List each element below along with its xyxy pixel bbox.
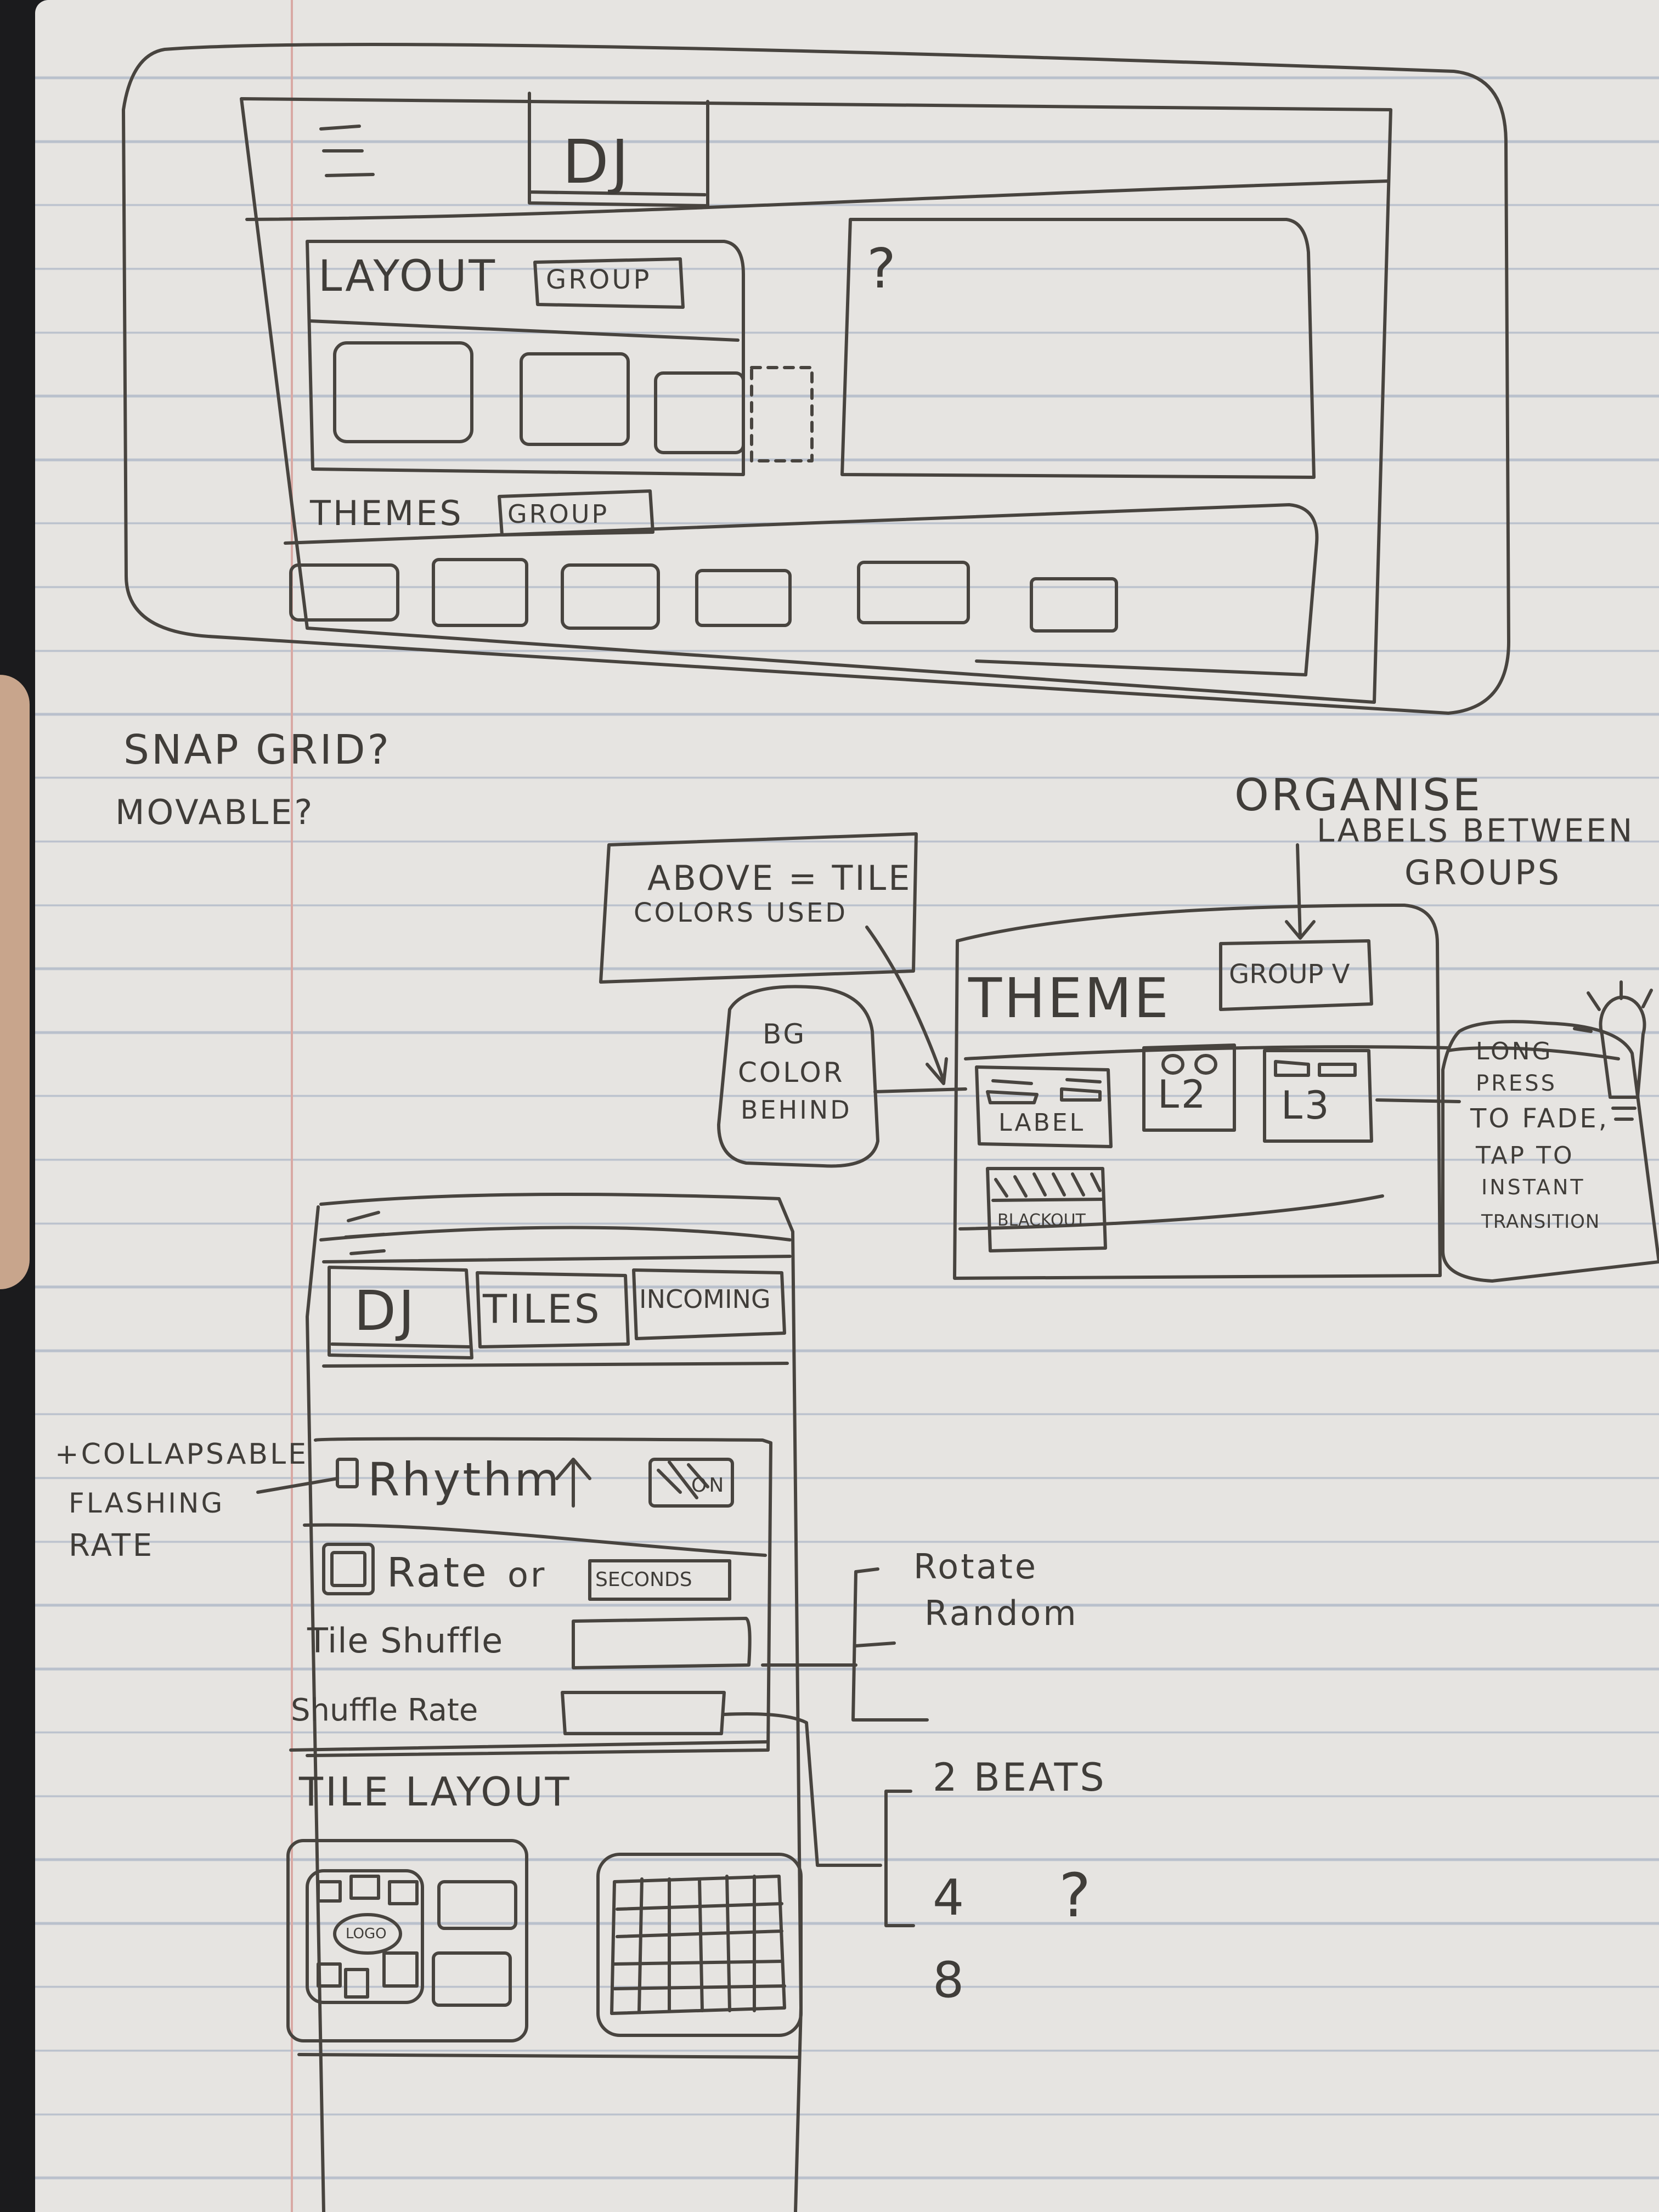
note-above-1: ABOVE = TILE <box>647 858 912 898</box>
note-long-2: PRESS <box>1476 1071 1557 1096</box>
themes-group-button <box>498 489 654 537</box>
note-long-4: TAP TO <box>1476 1142 1575 1170</box>
rhythm-section <box>306 1437 772 1757</box>
phone-tab-tiles-label[interactable]: TILES <box>483 1286 602 1332</box>
menu-icon-phone <box>344 1211 386 1255</box>
theme-tile-4 <box>695 569 792 627</box>
theme-tile-3 <box>561 563 660 630</box>
margin-line <box>291 0 293 2212</box>
tablet-header-line <box>245 179 1390 221</box>
layout-tile-3 <box>654 371 745 454</box>
theme-tile-l2 <box>1142 1043 1236 1132</box>
layout-group-button <box>533 257 685 309</box>
option-rotate: Rotate <box>913 1547 1038 1587</box>
help-mark: ? <box>867 236 899 301</box>
note-long-1: LONG <box>1476 1037 1553 1065</box>
note-snap-grid: SNAP GRID? <box>123 726 391 774</box>
theme-title: THEME <box>968 966 1171 1030</box>
note-collapsible-1: +COLLAPSABLE <box>55 1438 308 1471</box>
shuffle-rate-question: ? <box>1059 1860 1093 1931</box>
tab-dj-tablet <box>528 92 709 207</box>
tile-shuffle-input <box>572 1617 752 1669</box>
note-organize-2: LABELS BETWEEN <box>1317 812 1635 849</box>
note-bg-1: BG <box>763 1018 807 1050</box>
rate-seconds-box <box>588 1559 731 1601</box>
menu-icon-tablet <box>319 125 375 177</box>
phone-tab-tiles <box>476 1271 630 1348</box>
theme-tile-label <box>975 1065 1113 1148</box>
phone-tab-dj <box>328 1266 473 1359</box>
theme-group-select <box>1219 939 1373 1011</box>
note-organize-1: ORGANISE <box>1234 770 1483 821</box>
logo-text: LOGO <box>346 1926 387 1942</box>
blackout-text[interactable]: BLACKOUT <box>997 1211 1086 1230</box>
shuffle-rate-input <box>561 1691 726 1735</box>
logo-oval <box>333 1913 402 1955</box>
theme-tile-5 <box>857 561 970 624</box>
rhythm-checkbox <box>336 1458 359 1488</box>
phone-tab-incoming <box>632 1268 786 1340</box>
bg-color-box <box>717 985 879 1168</box>
help-panel <box>840 218 1316 479</box>
finger <box>0 675 30 1289</box>
note-long-3: TO FADE, <box>1470 1103 1609 1134</box>
note-bg-3: BEHIND <box>741 1095 852 1125</box>
tablet-screen <box>240 97 1392 704</box>
theme-tile-l3 <box>1263 1049 1373 1143</box>
note-collapsible-2: FLASHING <box>69 1487 225 1519</box>
blackout-tile <box>986 1167 1107 1252</box>
theme-panel <box>953 904 1442 1280</box>
rate-checkbox <box>322 1543 375 1595</box>
theme-tile-1 <box>289 563 399 622</box>
note-long-5: INSTANT <box>1481 1175 1585 1199</box>
option-2-beats: 2 BEATS <box>933 1755 1107 1800</box>
theme-tile-label-text[interactable]: LABEL <box>998 1109 1086 1137</box>
layout-group-label[interactable]: GROUP <box>546 264 652 295</box>
note-collapsible-3: RATE <box>69 1528 155 1564</box>
lightbulb-icon <box>1599 995 1646 1121</box>
theme-group-select-label[interactable]: GROUP V <box>1229 959 1350 990</box>
tablet-outline <box>122 43 1510 715</box>
themes-row-box <box>284 503 1319 676</box>
phone-tab-dj-label[interactable]: DJ <box>354 1279 417 1343</box>
option-4: 4 <box>933 1869 967 1927</box>
rhythm-toggle-label[interactable]: ON <box>691 1474 726 1497</box>
rate-or: or <box>507 1555 547 1595</box>
tablet-tab-dj[interactable]: DJ <box>562 127 631 197</box>
theme-tile-2 <box>432 558 528 627</box>
tile-shuffle-label: Tile Shuffle <box>307 1621 504 1661</box>
themes-group-label[interactable]: GROUP <box>507 499 610 529</box>
layout-label: LAYOUT <box>318 252 498 301</box>
shuffle-rate-label: Shuffle Rate <box>291 1692 478 1728</box>
theme-tile-l3-text[interactable]: L3 <box>1281 1083 1331 1128</box>
annotation-above-box <box>599 832 918 984</box>
note-movable: MOVABLE? <box>115 792 315 832</box>
note-long-6: TRANSITION <box>1481 1211 1600 1233</box>
phone-tab-incoming-label[interactable]: INCOMING <box>639 1284 771 1314</box>
note-bg-2: COLOR <box>738 1057 845 1088</box>
rhythm-toggle <box>648 1458 734 1508</box>
theme-tile-6 <box>1030 577 1118 633</box>
tile-layout-option-1 <box>286 1839 528 2042</box>
option-random: Random <box>924 1593 1079 1633</box>
note-organize-3: GROUPS <box>1404 853 1562 893</box>
note-above-2: COLORS USED <box>634 898 848 928</box>
option-8: 8 <box>933 1951 967 2009</box>
tile-layout-option-2 <box>596 1853 803 2037</box>
theme-tile-l2-text[interactable]: L2 <box>1158 1072 1208 1117</box>
layout-tile-2 <box>520 352 630 446</box>
layout-tile-placeholder <box>750 366 814 462</box>
rate-label: Rate <box>387 1549 489 1596</box>
themes-label: THEMES <box>310 493 464 533</box>
rate-unit[interactable]: SECONDS <box>595 1568 692 1591</box>
phone-outline <box>306 1193 803 2212</box>
long-press-box <box>1441 1020 1659 1283</box>
rhythm-label: Rhythm <box>368 1453 562 1506</box>
layout-group-box <box>306 240 745 476</box>
layout-tile-1 <box>333 341 473 443</box>
collapse-arrow-icon <box>555 1458 591 1508</box>
tile-layout-label: TILE LAYOUT <box>299 1769 572 1815</box>
